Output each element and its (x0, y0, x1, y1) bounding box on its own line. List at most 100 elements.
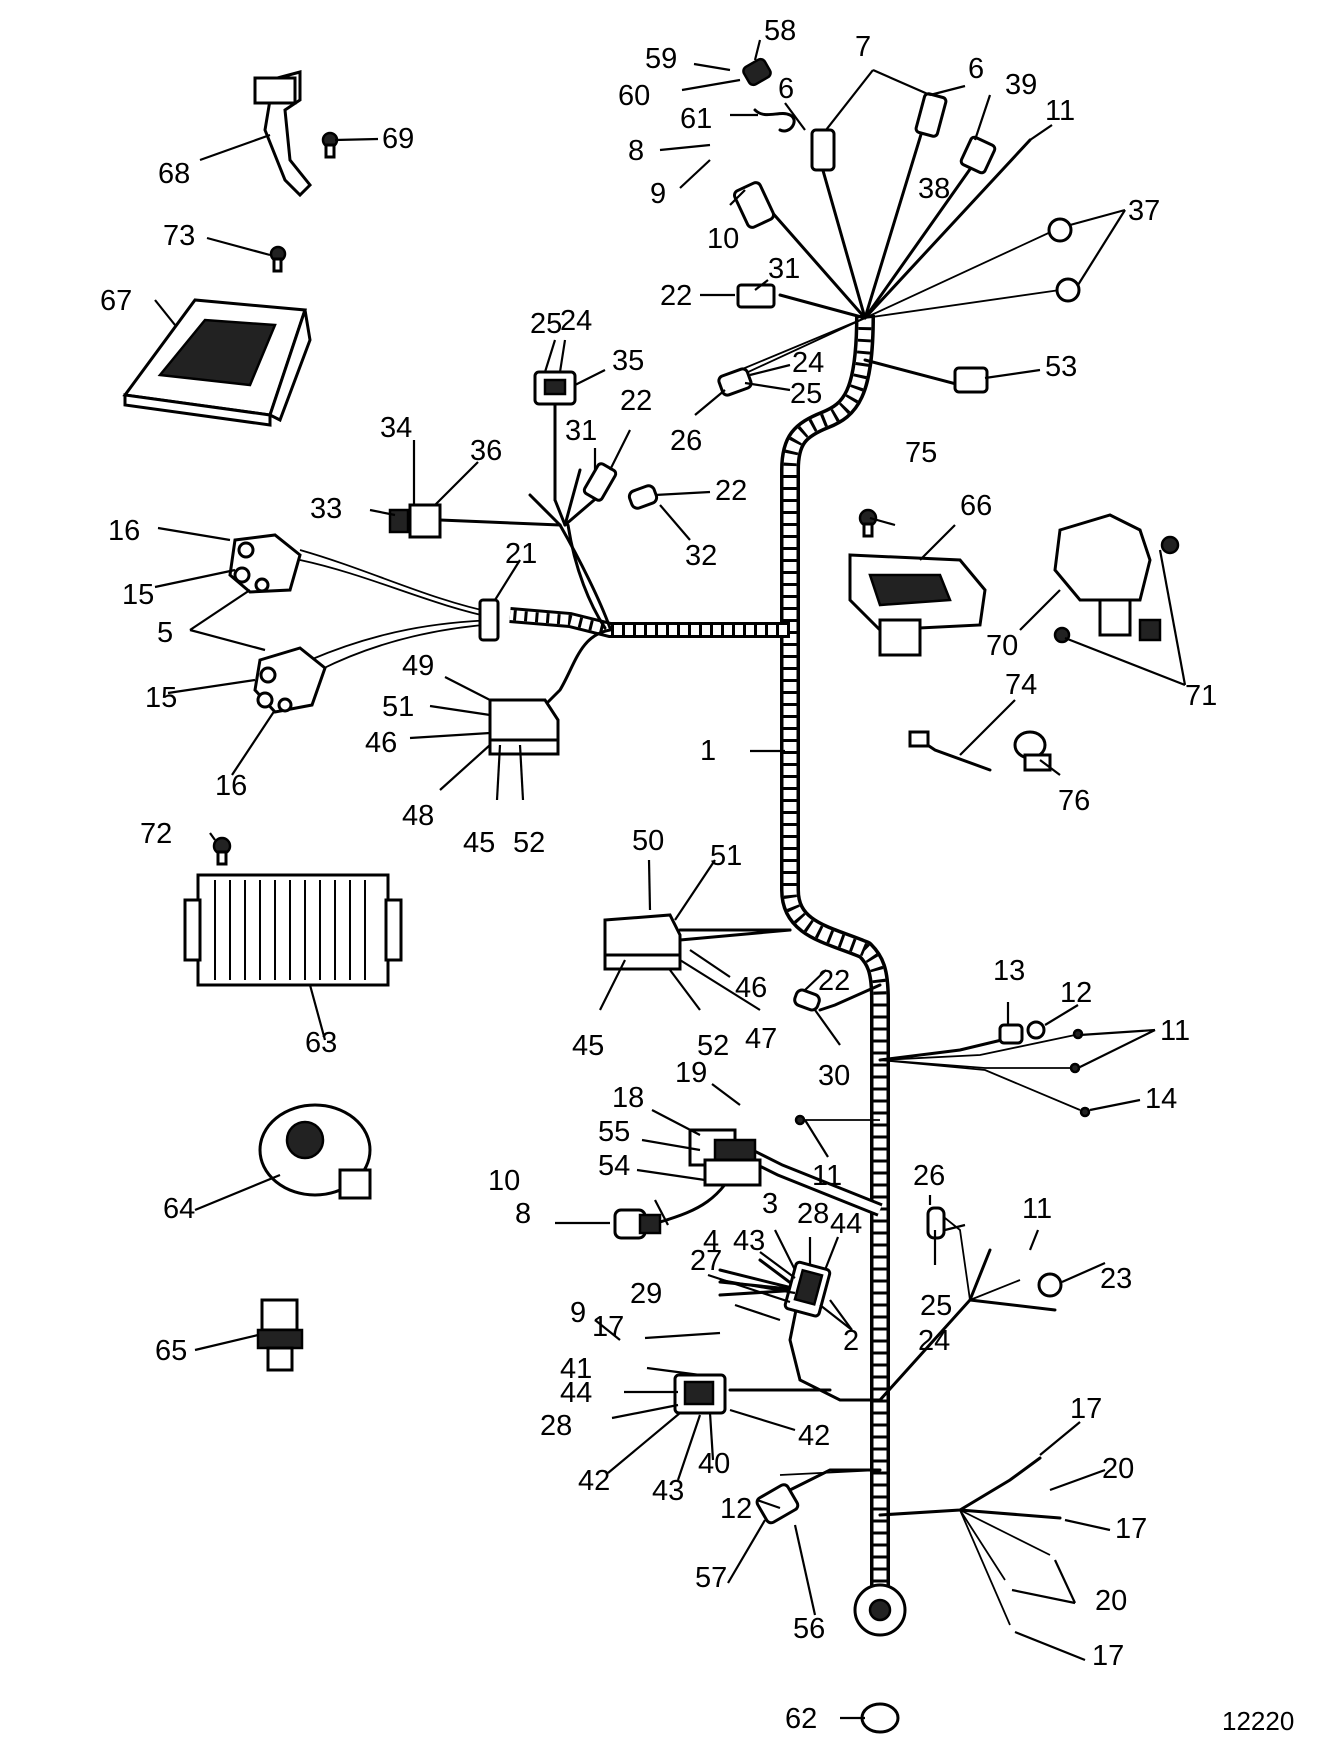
callout-label: 10 (488, 1165, 520, 1197)
screw-icon (269, 245, 287, 273)
connector-icon (253, 646, 327, 714)
screw-icon (321, 131, 339, 159)
callout-label: 16 (108, 515, 140, 547)
callout-label: 17 (1070, 1393, 1102, 1425)
callout-label: 3 (762, 1188, 778, 1220)
connector-icon (627, 484, 659, 510)
top-fanout-wires (719, 103, 1061, 387)
connector-icon (742, 57, 772, 87)
callout-label: 43 (652, 1475, 684, 1507)
callout-label: 64 (163, 1193, 195, 1225)
connector-icon (914, 92, 948, 138)
ring-terminal-icon (1037, 1272, 1063, 1298)
callout-label: 22 (660, 280, 692, 312)
callout-label: 15 (145, 682, 177, 714)
callout-label: 25 (790, 378, 822, 410)
callout-labels: 58 59 60 7 6 6 39 11 61 8 38 9 10 37 31 … (100, 15, 1217, 1735)
callout-label: 42 (578, 1465, 610, 1497)
callout-label: 63 (305, 1027, 337, 1059)
callout-label: 35 (612, 345, 644, 377)
callout-label: 70 (986, 630, 1018, 662)
callout-label: 57 (695, 1562, 727, 1594)
callout-label: 52 (697, 1030, 729, 1062)
ring-terminal-icon (1047, 217, 1073, 243)
ground-strap-icon (918, 738, 992, 772)
junction-block-icon (603, 913, 682, 971)
callout-label: 55 (598, 1116, 630, 1148)
callout-label: 54 (598, 1150, 630, 1182)
callout-label: 12 (720, 1493, 752, 1525)
clip-icon (753, 108, 796, 133)
callout-label: 38 (918, 173, 950, 205)
connector-icon (533, 370, 577, 406)
callout-label: 31 (565, 415, 597, 447)
connector-icon (908, 730, 930, 748)
connector-icon (673, 1373, 727, 1415)
connector-icon (733, 181, 775, 229)
bracket-icon (253, 70, 313, 198)
connector-icon (388, 503, 442, 539)
connector-icon (959, 135, 997, 175)
callout-label: 11 (1160, 1015, 1190, 1047)
callout-label: 60 (618, 80, 650, 112)
callout-label: 47 (745, 1023, 777, 1055)
callout-label: 15 (122, 579, 154, 611)
callout-label: 6 (968, 53, 984, 85)
callout-label: 46 (735, 972, 767, 1004)
leader-lines (154, 39, 1187, 1720)
callout-label: 8 (628, 135, 644, 167)
callout-label: 20 (1102, 1453, 1134, 1485)
callout-label: 2 (843, 1325, 859, 1357)
callout-label: 58 (764, 15, 796, 47)
relay-icon (688, 1128, 762, 1187)
module-icon (122, 298, 312, 427)
callout-label: 11 (1022, 1193, 1052, 1225)
callout-label: 33 (310, 493, 342, 525)
callout-label: 27 (690, 1245, 722, 1277)
callout-label: 28 (797, 1198, 829, 1230)
callout-label: 18 (612, 1082, 644, 1114)
callout-label: 66 (960, 490, 992, 522)
connector-icon (736, 283, 776, 309)
callout-label: 34 (380, 412, 412, 444)
callout-label: 17 (1115, 1513, 1147, 1545)
callout-label: 41 (560, 1353, 592, 1385)
callout-label: 1 (700, 735, 716, 767)
clamp-icon (1013, 730, 1052, 772)
callout-label: 75 (905, 437, 937, 469)
grommet-icon (853, 1583, 907, 1637)
callout-label: 25 (920, 1290, 952, 1322)
callout-label: 21 (505, 538, 537, 570)
callout-label: 51 (382, 691, 414, 723)
clip-icon (478, 598, 500, 642)
connector-icon (228, 533, 302, 594)
callout-label: 72 (140, 818, 172, 850)
callout-label: 73 (163, 220, 195, 252)
callout-label: 51 (710, 840, 742, 872)
connector-icon (998, 1023, 1024, 1045)
callout-label: 26 (670, 425, 702, 457)
callout-label: 39 (1005, 69, 1037, 101)
callout-label: 69 (382, 123, 414, 155)
connector-icon (582, 462, 618, 502)
callout-label: 61 (680, 103, 712, 135)
callout-label: 9 (650, 178, 666, 210)
callout-label: 14 (1145, 1083, 1177, 1115)
callout-label: 9 (570, 1297, 586, 1329)
callout-label: 74 (1005, 669, 1037, 701)
callout-label: 17 (1092, 1640, 1124, 1672)
callout-label: 56 (793, 1613, 825, 1645)
callout-label: 31 (768, 253, 800, 285)
module-icon (183, 873, 403, 987)
callout-label: 49 (402, 650, 434, 682)
callout-label: 7 (855, 31, 871, 63)
callout-label: 23 (1100, 1263, 1132, 1295)
callout-label: 13 (993, 955, 1025, 987)
module-icon (848, 553, 987, 657)
callout-label: 22 (620, 385, 652, 417)
callout-label: 45 (463, 827, 495, 859)
connector-icon (755, 1483, 800, 1525)
callout-label: 10 (707, 223, 739, 255)
screw-icon (212, 836, 232, 866)
callout-label: 65 (155, 1335, 187, 1367)
